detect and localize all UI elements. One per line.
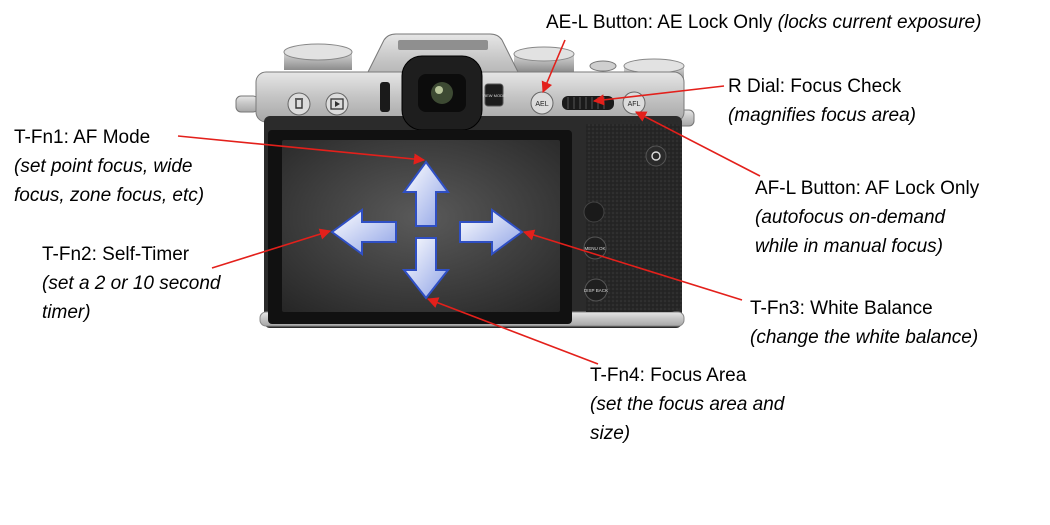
afl-button-label: AFL [628,101,641,108]
right-top-dial[interactable] [513,46,575,72]
label-tfn2-title: T-Fn2: Self-Timer [42,244,190,265]
label-tfn2-desc-1: (set a 2 or 10 second [42,273,221,294]
label-tfn2-desc-2: timer) [42,302,91,323]
label-tfn4: T-Fn4: Focus Area (set the focus area an… [590,361,784,448]
label-tfn3-desc: (change the white balance) [750,327,979,348]
label-rdial-title: R Dial: Focus Check [728,76,902,97]
label-tfn3: T-Fn3: White Balance (change the white b… [750,294,978,352]
strap-lug-left [235,95,259,113]
label-tfn1-title: T-Fn1: AF Mode [14,127,151,148]
label-tfn1-desc-2: focus, zone focus, etc) [14,185,205,206]
arrow-right [459,208,524,256]
label-afl-desc-2: while in manual focus) [755,236,943,257]
label-afl-title: AF-L Button: AF Lock Only [755,178,980,199]
label-rdial: R Dial: Focus Check (magnifies focus are… [728,72,916,130]
ael-button-label: AEL [535,101,548,108]
focus-lever[interactable] [583,201,605,223]
annotation-lines [177,39,761,365]
label-tfn2: T-Fn2: Self-Timer (set a 2 or 10 second … [42,240,221,327]
ael-button[interactable]: AEL [530,91,554,115]
leader-tfn2 [211,228,332,269]
arrow-down [401,237,451,300]
viewfinder-lens [431,82,453,104]
view-mode-button[interactable] [484,83,504,107]
leader-tfn4 [426,297,599,365]
diopter-dial[interactable] [380,82,390,112]
leader-rdial [592,85,725,106]
leader-ael [541,39,566,94]
shutter-button[interactable] [589,60,617,72]
camera-body: VIEW MODE AEL [235,33,695,328]
label-tfn4-desc-1: (set the focus area and [590,394,785,415]
grip-leather [586,124,682,312]
disp-back-button[interactable]: DISP BACK [584,278,608,302]
left-top-dial[interactable] [283,43,353,70]
label-tfn4-desc-2: size) [590,423,631,444]
label-tfn1-desc-1: (set point focus, wide [14,156,193,177]
q-button[interactable] [645,145,667,167]
rear-command-dial[interactable] [562,96,614,110]
disp-back-button-label: DISP BACK [584,288,608,293]
menu-ok-button-label: MENU OK [584,246,605,251]
leader-tfn1 [177,135,426,165]
trash-icon [295,98,303,109]
label-tfn4-title: T-Fn4: Focus Area [590,365,747,386]
playback-button[interactable] [325,92,349,116]
label-rdial-desc: (magnifies focus area) [728,105,916,126]
arrow-up [402,160,450,227]
leader-afl [635,111,761,177]
arrow-left [330,208,397,256]
label-tfn1: T-Fn1: AF Mode (set point focus, wide fo… [14,123,204,210]
leader-tfn3 [522,229,743,301]
label-tfn3-title: T-Fn3: White Balance [750,298,933,319]
delete-button[interactable] [287,92,311,116]
touch-function-arrows [330,160,524,300]
label-ael: AE-L Button: AE Lock Only (locks current… [546,8,981,37]
label-afl: AF-L Button: AF Lock Only (autofocus on-… [755,174,979,261]
label-afl-desc-1: (autofocus on-demand [755,207,946,228]
view-mode-button-label: VIEW MODE [482,93,506,98]
playback-icon [330,98,344,110]
menu-ok-button[interactable]: MENU OK [583,236,607,260]
label-ael-title: AE-L Button: AE Lock Only [546,12,773,33]
label-ael-desc: (locks current exposure) [777,12,982,33]
